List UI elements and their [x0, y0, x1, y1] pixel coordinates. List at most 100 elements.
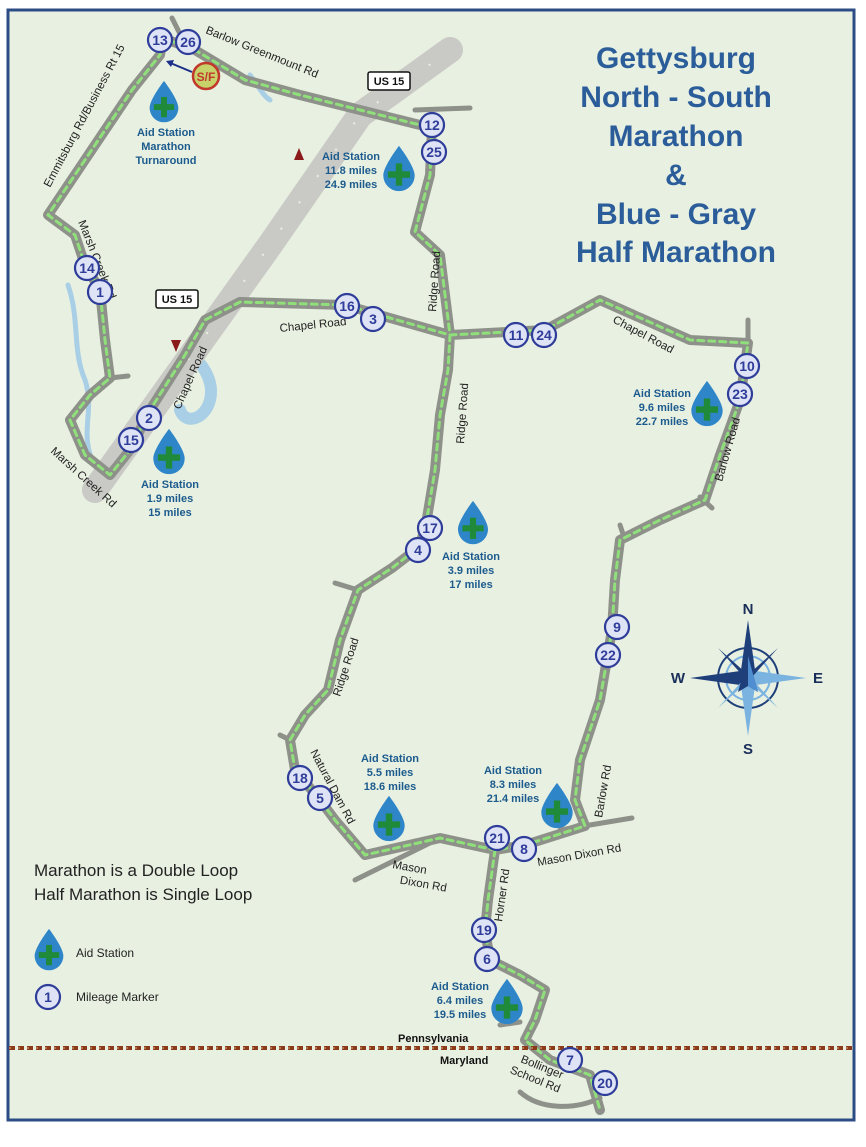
- aid-station-line: 21.4 miles: [487, 793, 540, 805]
- mile-marker-number: 19: [476, 922, 492, 938]
- aid-station-title: Aid Station: [484, 765, 542, 777]
- mile-marker-number: 1: [96, 284, 104, 300]
- title-line: Gettysburg: [596, 42, 756, 75]
- aid-station-line: 1.9 miles: [147, 493, 193, 505]
- mile-marker: 21: [483, 824, 511, 852]
- aid-station-line: 22.7 miles: [636, 416, 689, 428]
- aid-station-line: 24.9 miles: [325, 179, 378, 191]
- mile-marker: 5: [306, 784, 334, 812]
- mile-marker: 3: [359, 305, 387, 333]
- title-line: Half Marathon: [576, 236, 776, 269]
- mile-marker-number: 15: [123, 432, 139, 448]
- title-line: Blue - Gray: [596, 198, 756, 231]
- mile-marker: 12: [418, 111, 446, 139]
- aid-station-8-3: Aid Station 8.3 miles 21.4 miles: [484, 765, 573, 829]
- mile-marker-number: 9: [613, 619, 621, 635]
- state-label-maryland: Maryland: [440, 1055, 488, 1067]
- mile-marker: 25: [420, 138, 448, 166]
- road-label: Ridge Road: [455, 383, 471, 444]
- aid-station-title: Aid Station: [141, 479, 199, 491]
- mile-marker-number: 16: [339, 298, 355, 314]
- mile-marker-number: 17: [422, 520, 438, 536]
- south-arrow-icon: [171, 340, 181, 352]
- mile-marker: 19: [470, 916, 498, 944]
- mile-marker-number: 20: [597, 1075, 613, 1091]
- aid-station-title: Aid Station: [633, 388, 691, 400]
- start-finish-label: S/F: [197, 70, 216, 84]
- mile-marker: 14: [73, 254, 101, 282]
- mile-marker: 1: [86, 278, 114, 306]
- state-label-pennsylvania: Pennsylvania: [398, 1033, 469, 1045]
- compass-rose: N S E W: [671, 601, 823, 758]
- mile-marker: 2: [135, 404, 163, 432]
- mile-marker-number: 22: [600, 647, 616, 663]
- legend-marker-sample: 1: [44, 989, 52, 1005]
- legend-note-half: Half Marathon is Single Loop: [34, 885, 252, 904]
- legend-note-marathon: Marathon is a Double Loop: [34, 861, 238, 880]
- legend-marker-label: Mileage Marker: [76, 990, 159, 1004]
- aid-stations: Aid Station Marathon Turnaround Aid Stat…: [136, 80, 723, 1025]
- aid-station-line: Turnaround: [136, 155, 197, 167]
- mile-marker: 26: [174, 28, 202, 56]
- mile-marker: 15: [117, 426, 145, 454]
- north-arrow-icon: [294, 148, 304, 160]
- mile-marker-number: 4: [414, 542, 422, 558]
- start-finish-marker: S/F: [166, 60, 221, 91]
- mile-marker: 13: [146, 26, 174, 54]
- mile-marker: 23: [726, 380, 754, 408]
- mile-marker-number: 10: [739, 358, 755, 374]
- mile-marker: 22: [594, 641, 622, 669]
- title-line: Marathon: [609, 120, 744, 153]
- mile-marker: 9: [603, 613, 631, 641]
- mile-marker-number: 8: [520, 841, 528, 857]
- aid-station-line: 11.8 miles: [325, 165, 377, 177]
- aid-station-6-4: Aid Station 6.4 miles 19.5 miles: [431, 978, 523, 1025]
- creek: [65, 282, 95, 463]
- aid-station-line: Marathon: [141, 141, 191, 153]
- aid-station-title: Aid Station: [431, 981, 489, 993]
- aid-station-line: 17 miles: [449, 579, 492, 591]
- mile-markers: 13 26 12 25 14 1 16 3 11 24 10 23 2 15 1…: [73, 26, 761, 1097]
- mile-marker-number: 23: [732, 386, 748, 402]
- legend-aid-label: Aid Station: [76, 946, 134, 960]
- highway-shield-2: US 15: [155, 289, 199, 309]
- mile-marker: 7: [556, 1046, 584, 1074]
- aid-station-line: 6.4 miles: [437, 995, 483, 1007]
- map-title: Gettysburg North - South Marathon & Blue…: [576, 42, 776, 269]
- aid-station-title: Aid Station: [322, 151, 380, 163]
- highway-shield-1: US 15: [367, 71, 411, 91]
- aid-station-line: 9.6 miles: [639, 402, 685, 414]
- legend: Marathon is a Double Loop Half Marathon …: [34, 861, 252, 1011]
- mile-marker-number: 25: [426, 144, 442, 160]
- mile-marker-number: 13: [152, 32, 168, 48]
- compass-east: E: [813, 670, 823, 687]
- aid-station-title: Aid Station: [137, 127, 195, 139]
- road-label-line: Mason: [391, 859, 427, 877]
- mile-marker-number: 2: [145, 410, 153, 426]
- mile-marker: 18: [286, 764, 314, 792]
- aid-station-line: 19.5 miles: [434, 1009, 487, 1021]
- legend-marker-icon: [34, 983, 62, 1011]
- map-frame: [6, 8, 856, 1122]
- title-line: &: [665, 159, 687, 192]
- mile-marker: 20: [591, 1069, 619, 1097]
- mile-marker: 8: [510, 835, 538, 863]
- mile-marker: 4: [404, 536, 432, 564]
- aid-station-line: 3.9 miles: [448, 565, 494, 577]
- compass-south: S: [743, 741, 753, 758]
- mile-marker: 6: [473, 945, 501, 973]
- mile-marker: 16: [333, 292, 361, 320]
- aid-station-5-5: Aid Station 5.5 miles 18.6 miles: [361, 753, 419, 842]
- highway-shield-label: US 15: [162, 294, 193, 306]
- mile-marker-number: 18: [292, 770, 308, 786]
- mile-marker-number: 14: [79, 260, 95, 276]
- mile-marker-number: 5: [316, 790, 324, 806]
- mile-marker: 17: [416, 514, 444, 542]
- compass-north: N: [743, 601, 754, 618]
- aid-station-title: Aid Station: [361, 753, 419, 765]
- mile-marker: 11: [502, 321, 530, 349]
- mile-marker-number: 7: [566, 1052, 574, 1068]
- aid-station-line: 8.3 miles: [490, 779, 536, 791]
- aid-station-title: Aid Station: [442, 551, 500, 563]
